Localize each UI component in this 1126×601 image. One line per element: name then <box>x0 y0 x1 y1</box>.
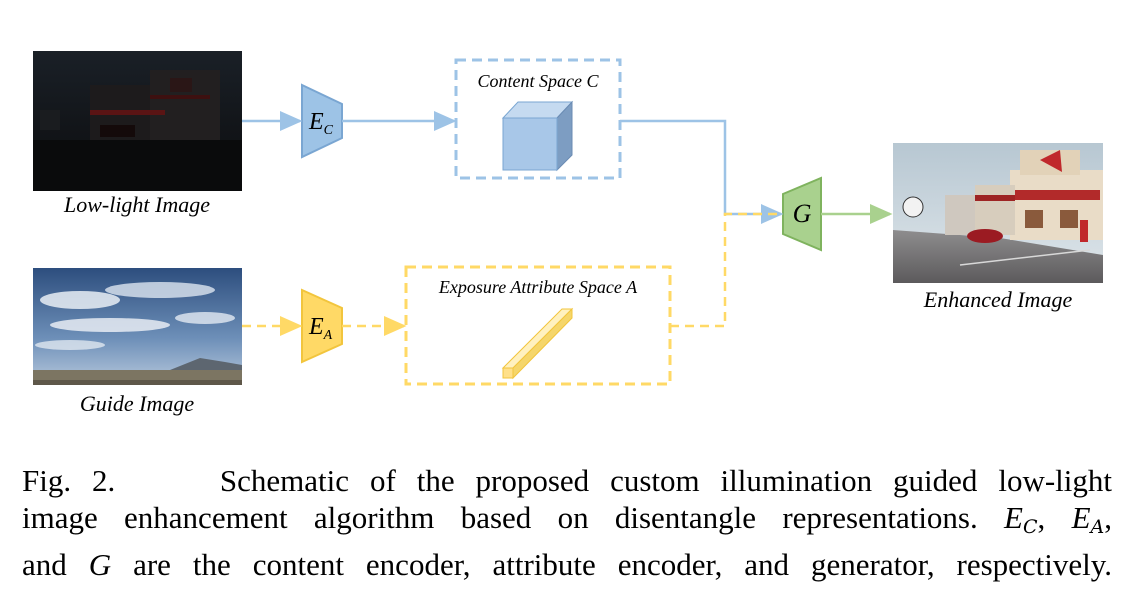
guide-label: Guide Image <box>80 391 194 416</box>
content-encoder-letter: EC <box>308 109 334 138</box>
caption-and: and <box>22 547 67 582</box>
enhanced-image <box>893 143 1103 283</box>
caption-text-1: Schematic of the proposed custom illumin… <box>219 463 1112 498</box>
caption-symbol-g: G <box>88 547 112 582</box>
enhanced-label: Enhanced Image <box>923 287 1073 312</box>
content-cube <box>501 100 574 172</box>
low-light-label: Low-light Image <box>63 192 210 217</box>
attribute-bar <box>501 307 574 380</box>
caption-comma-2: , <box>1104 500 1112 535</box>
caption-text-3: are the content encoder, attribute encod… <box>133 547 1113 582</box>
caption-symbol-ec: EC <box>1004 500 1038 538</box>
figure-caption: Fig. 2. Schematic of the proposed custom… <box>22 462 1112 583</box>
caption-line-3: and G are the content encoder, attribute… <box>22 546 1112 583</box>
figure-number: Fig. 2. <box>22 463 116 498</box>
low-light-image <box>33 51 242 191</box>
guide-image <box>33 268 242 385</box>
content-encoder-shape <box>301 83 343 159</box>
caption-line-1: Fig. 2. Schematic of the proposed custom… <box>22 462 1112 499</box>
generator-letter: G <box>793 199 812 228</box>
content-space-to-generator-line <box>620 119 784 224</box>
attribute-encoder-letter: EA <box>308 314 333 343</box>
attribute-space-to-generator-line <box>670 212 781 328</box>
caption-comma-1: , <box>1037 500 1046 535</box>
content-space-title: Content Space C <box>478 71 600 91</box>
caption-line-2: image enhancement algorithm based on dis… <box>22 499 1112 546</box>
attribute-space-title: Exposure Attribute Space A <box>438 277 638 297</box>
caption-symbol-ea: EA <box>1071 500 1105 538</box>
schematic-diagram: Low-light Image Guide Image EC EA G Cont… <box>33 51 1103 416</box>
caption-text-2: image enhancement algorithm based on dis… <box>22 500 978 535</box>
attribute-encoder-shape <box>301 288 343 364</box>
